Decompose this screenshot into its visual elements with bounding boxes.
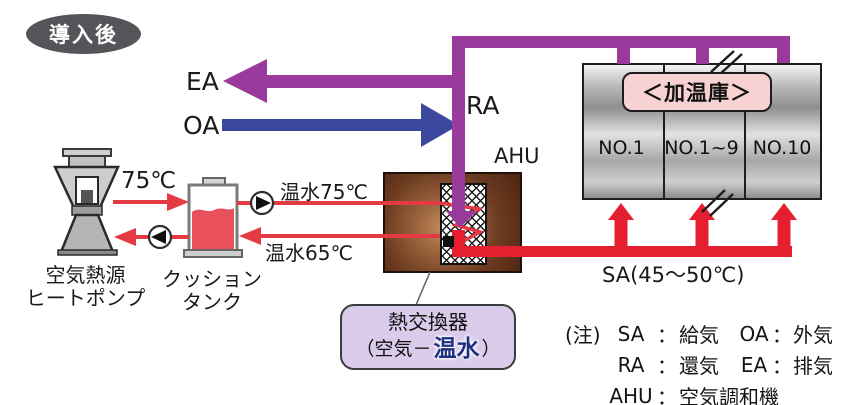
heat-pump-label-line2: ヒートポンプ bbox=[25, 286, 146, 310]
pump-icon-return bbox=[147, 224, 173, 250]
ra-vertical-pipe bbox=[452, 36, 465, 212]
hot-water-arrowheads bbox=[114, 193, 261, 246]
legend-term: 空気調和機 bbox=[679, 385, 779, 405]
legend-abbr: AHU bbox=[609, 383, 653, 405]
sa-temp-label: SA(45〜50℃) bbox=[602, 263, 745, 287]
cushion-tank-label-line1: クッション bbox=[162, 267, 262, 291]
ahu-label: AHU bbox=[494, 144, 540, 168]
legend-sep: ： bbox=[657, 354, 677, 378]
chamber-divider-1 bbox=[663, 65, 665, 198]
heat-exchanger-label: 熱交換器 （空気－ 温水 ） bbox=[340, 304, 516, 370]
unit-label-no1: NO.1 bbox=[598, 137, 645, 159]
legend-abbr: OA bbox=[739, 321, 769, 346]
legend-term: 給気 bbox=[679, 323, 719, 347]
ea-label: EA bbox=[186, 67, 219, 96]
break-mark-bottom bbox=[701, 189, 734, 217]
pump-out-temp-label: 75℃ bbox=[121, 168, 177, 194]
legend-abbr: RA bbox=[617, 352, 645, 377]
hot-water-supply-label: 温水75℃ bbox=[280, 180, 368, 204]
hx-line2-highlight: 温水 bbox=[433, 336, 480, 363]
coil-port-square bbox=[443, 236, 454, 247]
sa-arrow-1 bbox=[608, 203, 634, 220]
cushion-tank-label: クッション タンク bbox=[152, 268, 272, 314]
heat-exchanger-label-line1: 熱交換器 bbox=[388, 310, 468, 335]
sa-pipe bbox=[452, 203, 797, 257]
heat-pump-label-line1: 空気熱源 bbox=[45, 263, 126, 287]
ea-arrow bbox=[223, 59, 465, 103]
legend-abbr: EA bbox=[740, 352, 768, 377]
unit-label-no1-9: NO.1~9 bbox=[664, 137, 739, 159]
chamber-divider-2 bbox=[744, 65, 746, 198]
heat-exchanger-label-line2: （空気－ 温水 ） bbox=[355, 335, 500, 364]
heat-pump-figure bbox=[53, 148, 120, 256]
legend-sep: ： bbox=[772, 323, 792, 347]
hx-pointer-line bbox=[415, 271, 431, 306]
oa-label: OA bbox=[183, 111, 220, 140]
legend-sep: ： bbox=[657, 385, 677, 405]
hx-line2-prefix: （空気－ bbox=[355, 337, 432, 360]
pump-icon-supply bbox=[249, 190, 275, 216]
coil-zigzag bbox=[439, 201, 485, 246]
sa-arrow-3 bbox=[771, 203, 797, 220]
hx-line2-suffix: ） bbox=[481, 337, 501, 360]
ra-label: RA bbox=[466, 91, 500, 120]
legend-sep: ： bbox=[657, 323, 677, 347]
heat-pump-label: 空気熱源 ヒートポンプ bbox=[8, 264, 163, 310]
warming-chamber-title-text: ＜加温庫＞ bbox=[642, 81, 752, 105]
cushion-tank-label-line2: タンク bbox=[182, 290, 242, 314]
warming-chamber-title: ＜加温庫＞ bbox=[622, 72, 772, 112]
ra-ea-pipes bbox=[223, 36, 790, 228]
unit-label-no10: NO.10 bbox=[752, 137, 812, 159]
ra-down-arrowhead bbox=[446, 211, 477, 228]
legend: (注) SA ： 給気 OA ： 外気 RA ： 還気 EA ： 排気 AHU … bbox=[565, 318, 833, 405]
legend-note: (注) bbox=[565, 323, 601, 347]
legend-term: 還気 bbox=[679, 354, 719, 378]
after-install-badge: 導入後 bbox=[26, 14, 141, 54]
after-install-badge-label: 導入後 bbox=[49, 23, 118, 47]
hot-water-return-label: 温水65℃ bbox=[265, 241, 353, 265]
cushion-tank-figure bbox=[183, 177, 243, 258]
break-mark-top bbox=[710, 50, 743, 76]
oa-arrow bbox=[222, 103, 459, 147]
legend-term: 外気 bbox=[793, 323, 833, 347]
legend-term: 排気 bbox=[793, 354, 833, 378]
legend-sep: ： bbox=[772, 354, 792, 378]
legend-abbr: SA bbox=[617, 321, 645, 346]
